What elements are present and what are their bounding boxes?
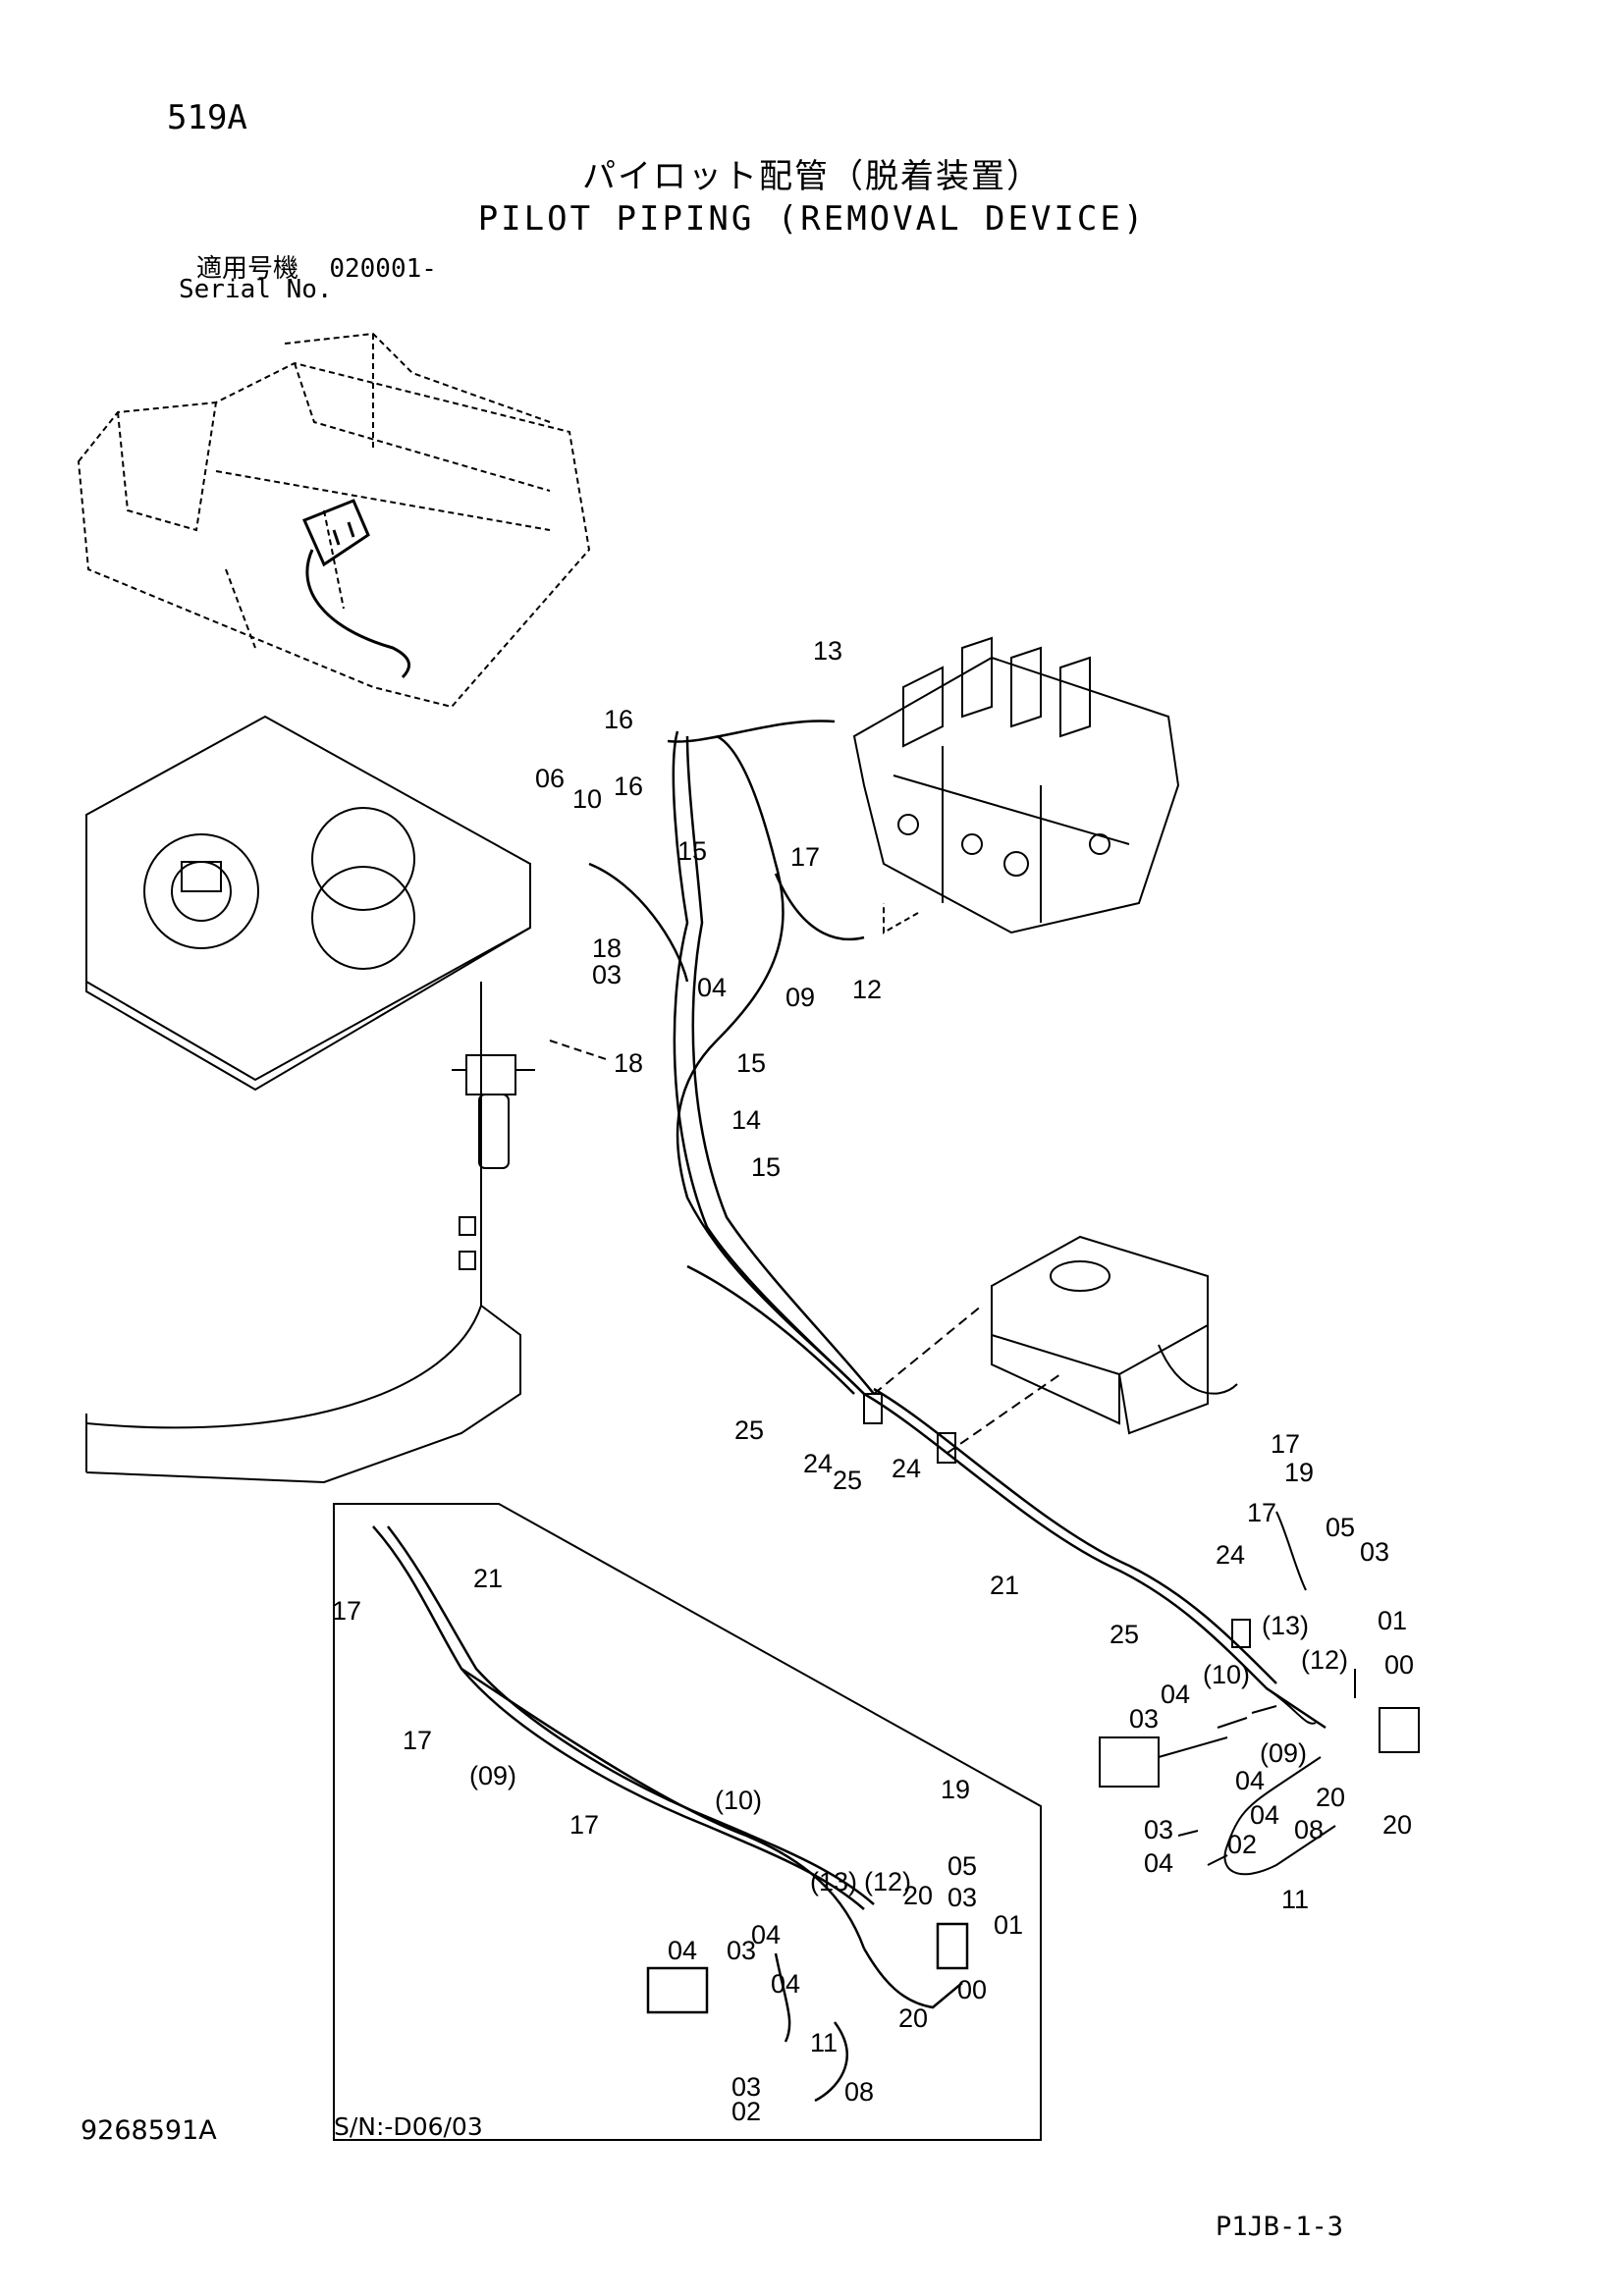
inset-hoses — [372, 1525, 969, 2103]
callout-inset-11: 20 — [903, 1881, 933, 1910]
mount-block-drawing — [991, 1235, 1238, 1435]
callout-main-2: 16 — [604, 705, 633, 734]
callout-main-31: (12) — [1301, 1645, 1348, 1675]
serial-line: 適用号機 020001- — [196, 248, 437, 285]
callout-main-20: 24 — [892, 1454, 921, 1483]
callout-main-29: (13) — [1262, 1611, 1309, 1640]
callout-main-26: 03 — [1360, 1537, 1389, 1567]
title-english: PILOT PIPING (REMOVAL DEVICE) — [477, 199, 1147, 239]
callout-inset-7: 19 — [941, 1775, 970, 1804]
callout-main-7: 17 — [790, 842, 820, 872]
callout-main-18: 24 — [803, 1449, 833, 1478]
callout-inset-12: 03 — [947, 1883, 977, 1912]
callout-main-21: 21 — [990, 1571, 1019, 1600]
callout-main-15: 14 — [731, 1105, 761, 1135]
callout-main-32: 00 — [1384, 1650, 1414, 1680]
callout-main-34: 04 — [1161, 1680, 1190, 1709]
callout-inset-16: 04 — [668, 1936, 697, 1965]
serial-label-en: Serial No. — [179, 275, 333, 304]
callout-inset-1: 17 — [332, 1596, 361, 1626]
callout-main-41: 08 — [1294, 1815, 1324, 1844]
callout-main-5: 10 — [572, 784, 602, 814]
callout-main-13: 18 — [614, 1048, 643, 1078]
callout-inset-8: (13) — [810, 1867, 857, 1896]
callout-inset-3: 17 — [403, 1726, 432, 1755]
callout-main-22: 17 — [1271, 1429, 1300, 1459]
callout-inset-2: 21 — [473, 1564, 503, 1593]
pilot-filter-drawing — [452, 1040, 610, 1270]
callout-inset-15: 03 — [727, 1936, 756, 1965]
callout-main-16: 15 — [751, 1152, 781, 1182]
callout-main-14: 15 — [736, 1048, 766, 1078]
callout-inset-14: 01 — [994, 1910, 1023, 1940]
callout-main-12: 12 — [852, 975, 882, 1004]
callout-main-43: 04 — [1144, 1848, 1173, 1878]
callout-main-42: 20 — [1382, 1810, 1412, 1840]
callout-inset-10: 05 — [947, 1851, 977, 1881]
callout-main-40: 03 — [1144, 1815, 1173, 1844]
callout-inset-20: 11 — [810, 2028, 838, 2057]
callout-inset-13: 04 — [751, 1920, 781, 1949]
serial-value: 020001- — [329, 254, 437, 284]
callout-main-25: 05 — [1326, 1513, 1355, 1542]
callout-main-36: 04 — [1235, 1766, 1265, 1795]
callout-main-6: 15 — [677, 836, 707, 866]
callout-main-38: 04 — [1250, 1800, 1279, 1830]
sheet-code: P1JB-1-3 — [1216, 2212, 1344, 2242]
callout-inset-17: 04 — [771, 1969, 800, 1999]
callout-main-37: (09) — [1260, 1738, 1307, 1768]
excavator-overview-drawing — [77, 332, 591, 709]
callout-inset-18: 00 — [957, 1975, 987, 2004]
serial-label-jp: 適用号機 — [196, 254, 299, 284]
callout-main-45: 11 — [1281, 1885, 1309, 1914]
callout-main-9: 03 — [592, 960, 622, 989]
control-valve-mini — [301, 499, 411, 679]
callout-main-19: 25 — [833, 1466, 862, 1495]
control-valve-drawing — [852, 636, 1180, 934]
callout-inset-9: (12) — [864, 1867, 911, 1896]
pilot-hose-bundle — [588, 720, 1326, 1730]
callout-main-24: 17 — [1247, 1498, 1276, 1527]
callout-inset-5: 17 — [569, 1810, 599, 1840]
callout-main-10: 04 — [697, 973, 727, 1002]
callout-inset-4: (09) — [469, 1761, 516, 1790]
callout-main-27: 24 — [1216, 1540, 1245, 1570]
page-code: 519A — [167, 98, 247, 137]
inset-frame — [333, 1503, 1042, 2141]
callout-main-30: 01 — [1378, 1606, 1407, 1635]
drawing-number: 9268591A — [81, 2115, 217, 2146]
clamps — [863, 1305, 1251, 1648]
callout-main-23: 19 — [1284, 1458, 1314, 1487]
frame-plate-drawing — [85, 715, 531, 1484]
callout-main-8: 18 — [592, 934, 622, 963]
inset-serial-note: S/N:-D06/03 — [334, 2112, 483, 2141]
callout-main-1: 13 — [813, 636, 842, 666]
title-japanese: パイロット配管（脱着装置） — [582, 157, 1042, 196]
callout-inset-23: 02 — [731, 2097, 761, 2126]
callout-main-17: 25 — [734, 1415, 764, 1445]
callout-main-11: 09 — [785, 983, 815, 1012]
callout-main-28: 25 — [1110, 1620, 1139, 1649]
callout-inset-22: 08 — [844, 2077, 874, 2107]
callout-main-4: 06 — [535, 764, 565, 793]
callout-main-33: (10) — [1203, 1660, 1250, 1689]
callout-inset-19: 20 — [898, 2003, 928, 2033]
callout-main-44: 02 — [1227, 1830, 1257, 1859]
callout-inset-6: (10) — [715, 1786, 762, 1815]
callout-main-39: 20 — [1316, 1783, 1345, 1812]
callout-main-35: 03 — [1129, 1704, 1159, 1734]
lower-right-assembly — [1099, 1511, 1420, 1876]
callout-inset-21: 03 — [731, 2072, 761, 2102]
callout-main-3: 16 — [614, 772, 643, 801]
